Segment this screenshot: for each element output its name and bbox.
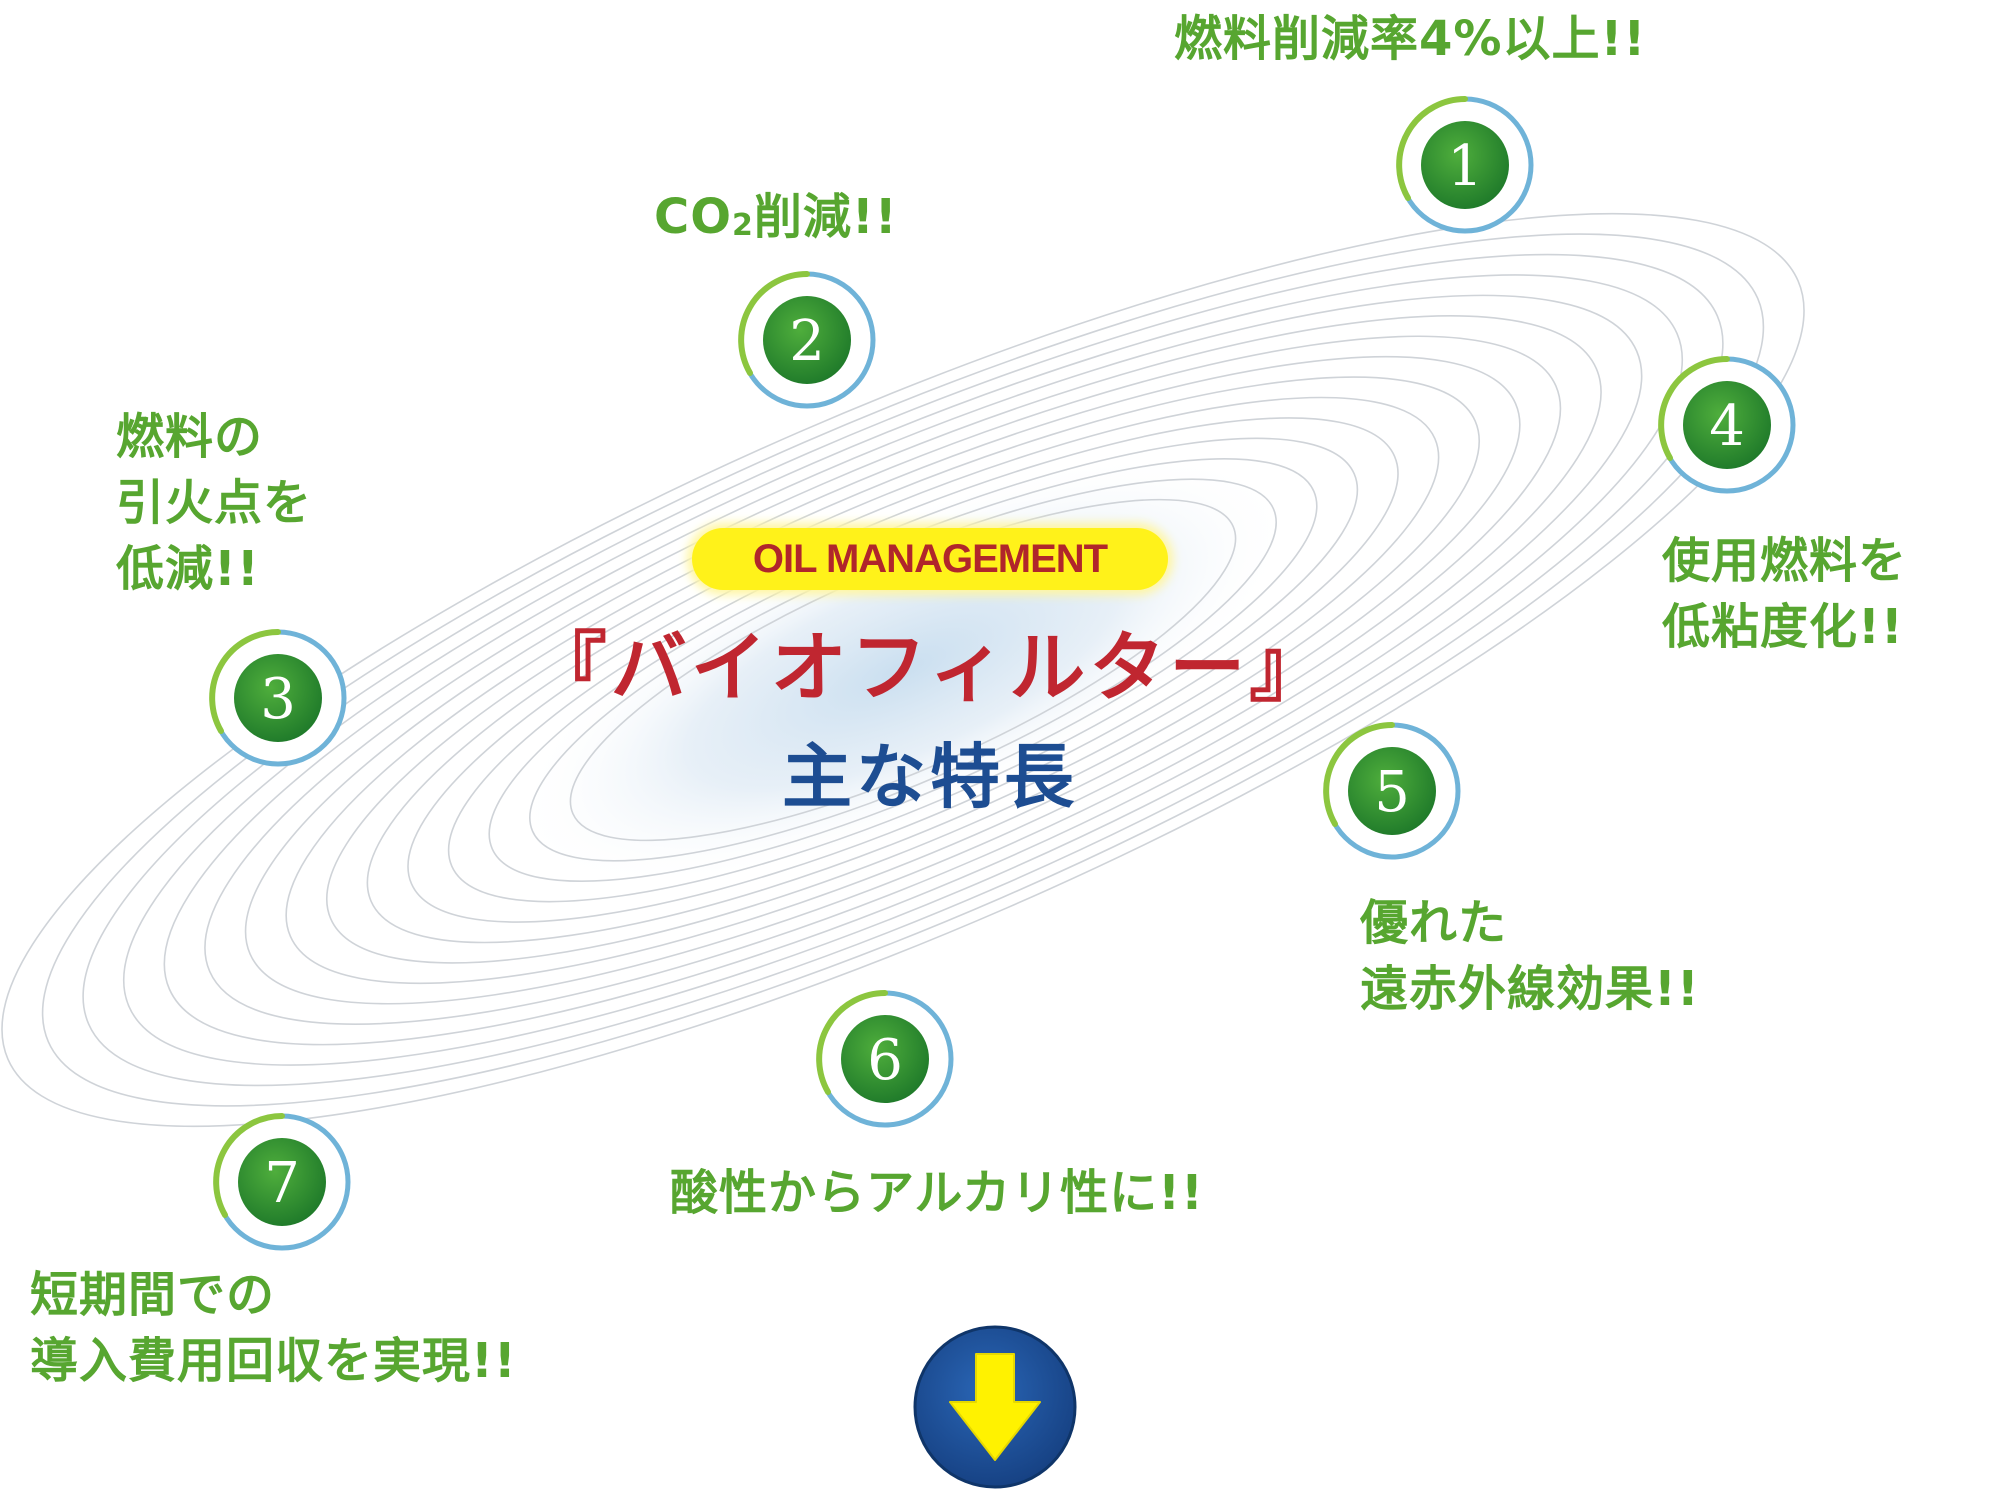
feature-4-line-2: 低粘度化!! xyxy=(1662,599,1904,656)
orbit-ring xyxy=(326,376,1480,964)
feature-2-text: CO2削減!! xyxy=(654,184,898,250)
feature-label-5: 優れた 遠赤外線効果!! xyxy=(1360,890,1700,1022)
feature-marker-4: 4 xyxy=(1658,356,1796,494)
feature-marker-5: 5 xyxy=(1323,722,1461,860)
orbit-ring xyxy=(123,274,1683,1066)
orbit-ring xyxy=(163,294,1643,1046)
feature-number: 5 xyxy=(1374,760,1410,825)
feature-number: 4 xyxy=(1709,394,1745,459)
feature-label-1: 燃料削減率4%以上!! xyxy=(1174,6,1646,72)
feature-marker-6: 6 xyxy=(816,990,954,1128)
feature-4-line-1: 使用燃料を xyxy=(1662,533,1908,589)
feature-label-7: 短期間での 導入費用回収を実現!! xyxy=(30,1262,517,1394)
feature-5-line-1: 優れた xyxy=(1360,895,1508,951)
feature-3-line-2: 引火点を xyxy=(116,475,313,532)
feature-label-2: CO2削減!! xyxy=(654,184,898,250)
orbit-ring xyxy=(1,212,1805,1128)
co2-c-text: CO xyxy=(654,189,733,245)
feature-3-line-3: 低減!! xyxy=(116,541,260,598)
feature-marker-2: 2 xyxy=(738,271,876,409)
feature-1-text: 燃料削減率4%以上!! xyxy=(1174,11,1647,67)
orbit-ring xyxy=(244,335,1562,1005)
feature-marker-3: 3 xyxy=(209,629,347,767)
co2-rest-text: 削減!! xyxy=(753,189,898,245)
feature-3-line-1: 燃料の xyxy=(116,409,264,465)
feature-6-text: 酸性からアルカリ性に!! xyxy=(670,1165,1204,1221)
orbit-ring xyxy=(285,355,1521,985)
feature-label-4: 使用燃料を 低粘度化!! xyxy=(1662,528,1907,660)
feature-number: 6 xyxy=(867,1028,903,1093)
feature-number: 1 xyxy=(1447,134,1483,199)
product-name-title: 『バイオフィルター』 xyxy=(530,623,1330,712)
feature-label-6: 酸性からアルカリ性に!! xyxy=(670,1160,1204,1226)
down-arrow-icon xyxy=(913,1325,1077,1489)
feature-5-line-2: 遠赤外線効果!! xyxy=(1360,961,1700,1018)
orbit-ring xyxy=(82,253,1724,1087)
main-features-subtitle: 主な特長 xyxy=(782,736,1078,818)
feature-marker-7: 7 xyxy=(213,1113,351,1251)
feature-7-line-1: 短期間での xyxy=(30,1267,276,1323)
feature-number: 7 xyxy=(264,1151,300,1216)
feature-number: 3 xyxy=(260,667,296,732)
orbit-ring xyxy=(41,233,1765,1107)
feature-label-3: 燃料の 引火点を 低減!! xyxy=(116,404,312,603)
feature-marker-1: 1 xyxy=(1396,96,1534,234)
orbit-ring xyxy=(366,396,1440,944)
oil-management-badge: OIL MANAGEMENT xyxy=(692,528,1168,590)
orbit-ring xyxy=(204,315,1602,1025)
co2-subscript: 2 xyxy=(732,208,754,243)
feature-number: 2 xyxy=(789,309,825,374)
feature-7-line-2: 導入費用回収を実現!! xyxy=(30,1333,517,1390)
